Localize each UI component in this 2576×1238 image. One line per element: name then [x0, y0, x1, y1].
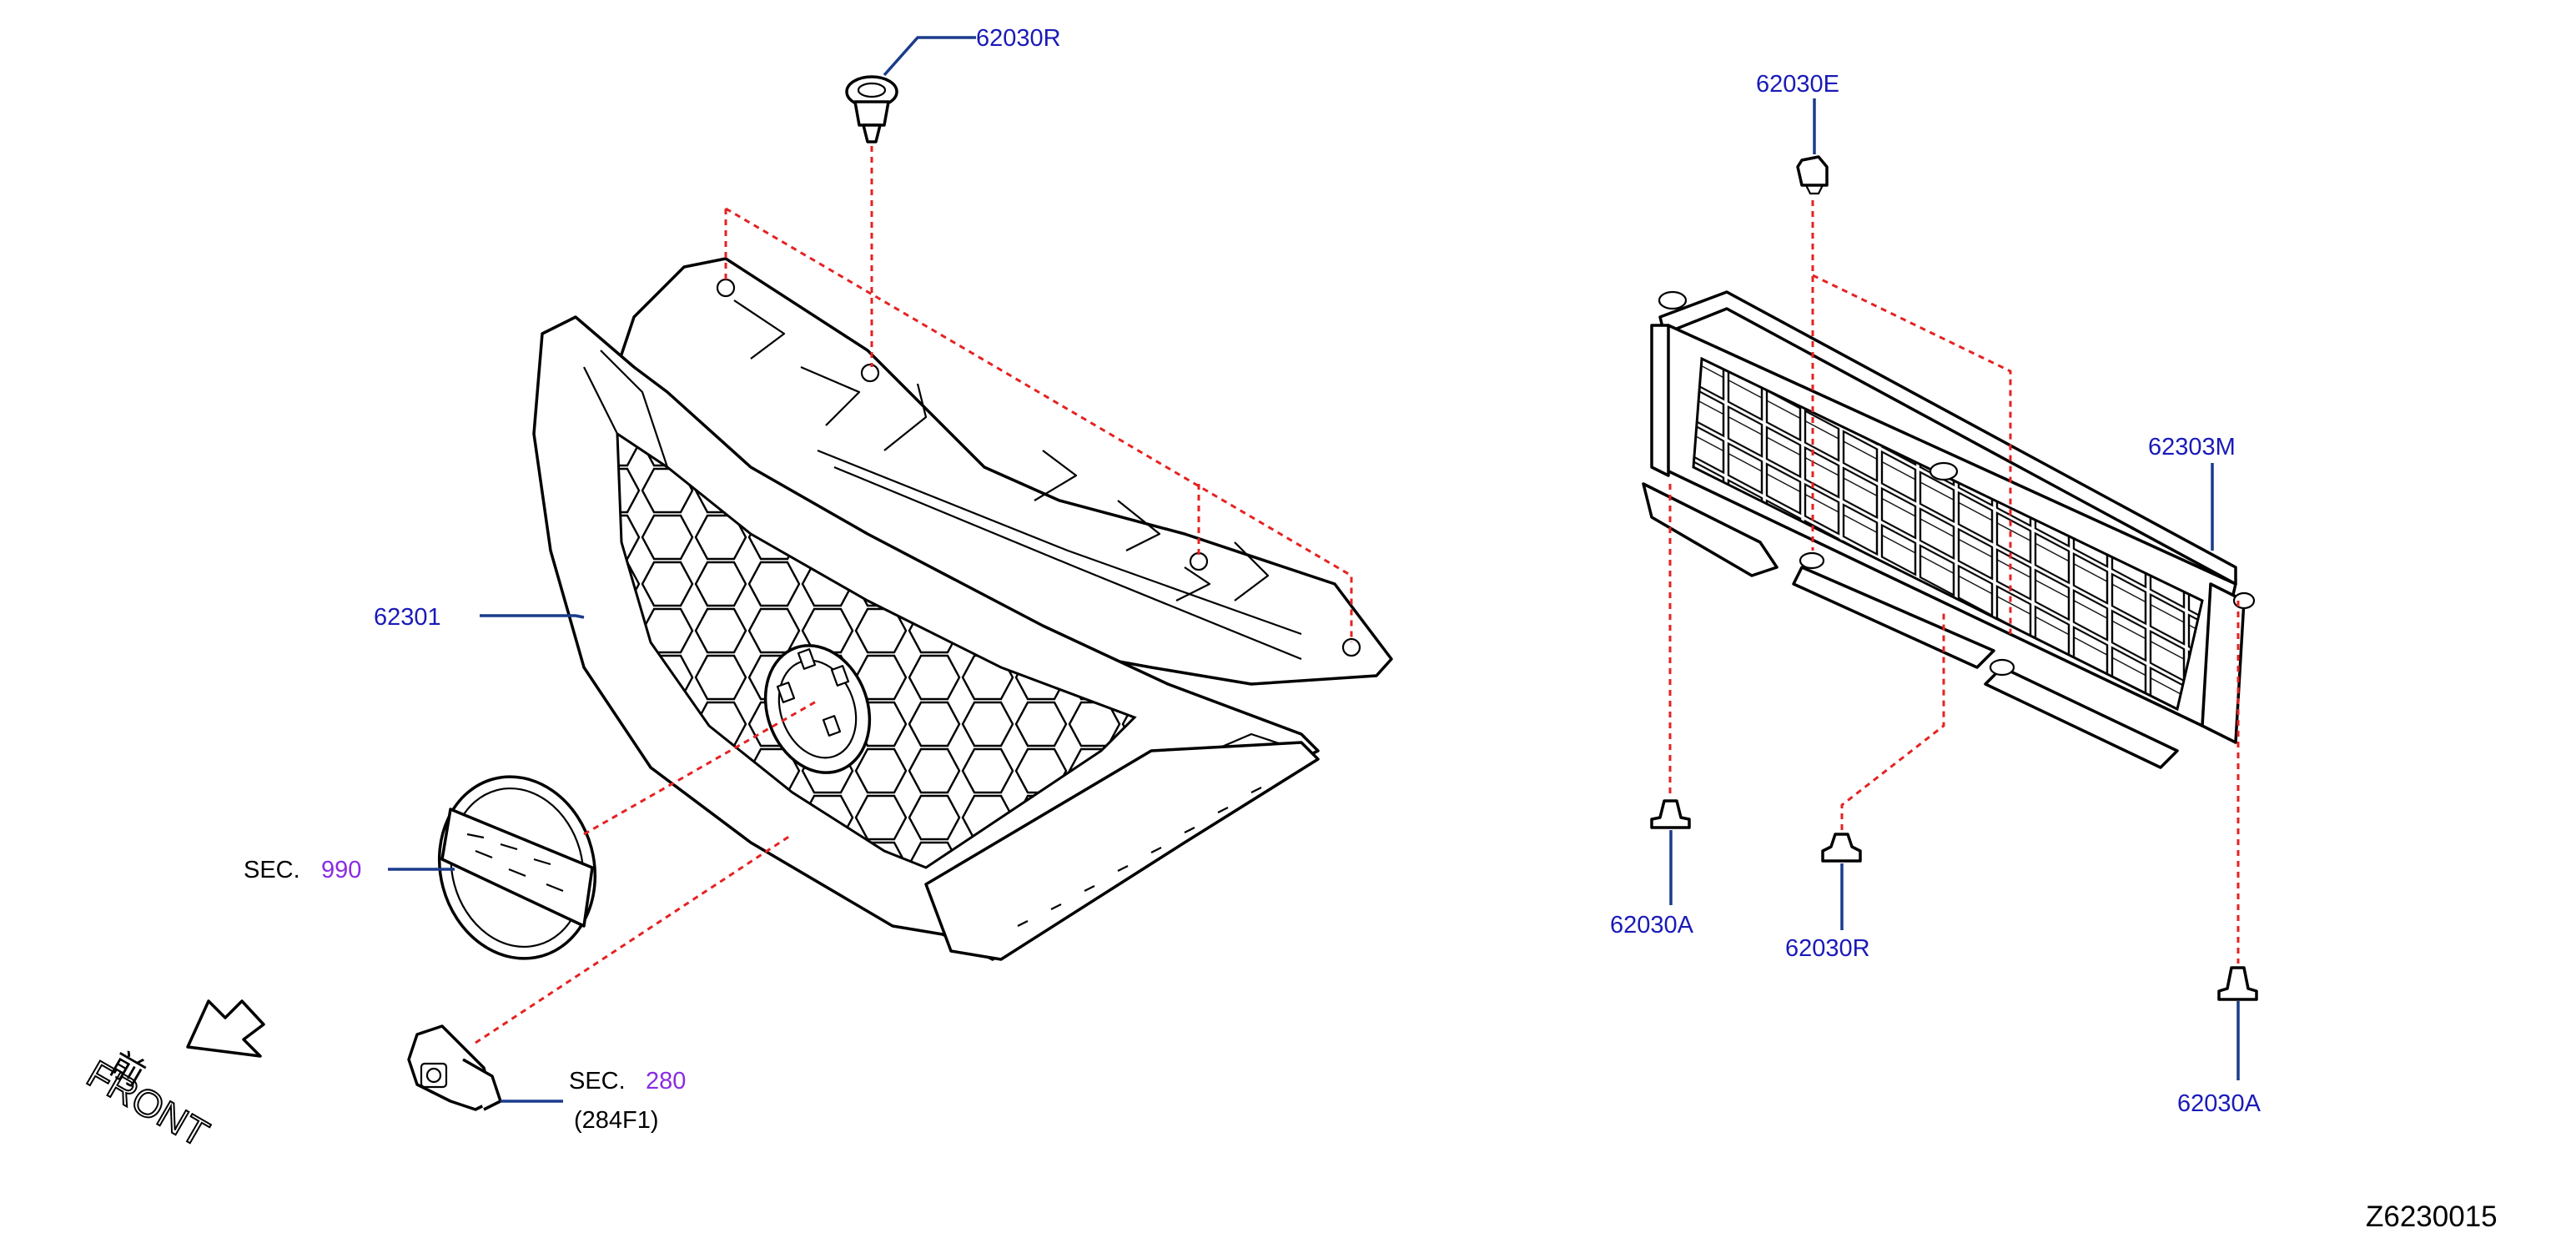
sec-emblem-prefix: SEC. [244, 857, 300, 883]
sec-emblem-number: 990 [321, 857, 361, 883]
front-direction-arrow-icon [186, 999, 265, 1058]
callout-62030A-left: 62030A [1610, 912, 1694, 939]
callout-62030A-right: 62030A [2177, 1090, 2262, 1117]
screw-62030A-right [2217, 966, 2258, 1001]
callout-62303M: 62303M [2148, 434, 2236, 460]
clip-62030R-top [845, 75, 898, 143]
clip-62030R-bottom [1821, 833, 1862, 863]
front-camera [407, 1024, 502, 1111]
front-grille-assembly [532, 257, 1393, 961]
sec-camera-prefix: SEC. [569, 1068, 626, 1095]
sec-camera-sub: (284F1) [574, 1107, 659, 1134]
clip-62030E [1796, 155, 1829, 195]
grille-lower-lip [924, 741, 1320, 961]
callout-62301: 62301 [374, 604, 441, 631]
sec-camera-number: 280 [646, 1068, 686, 1095]
callout-62030E: 62030E [1756, 71, 1839, 98]
emblem-badge [437, 775, 597, 960]
screw-62030A-left [1650, 799, 1691, 829]
lower-grille-louvres [1692, 356, 2204, 712]
callout-62030R-bottom: 62030R [1785, 935, 1870, 962]
callout-62030R-top: 62030R [976, 25, 1061, 52]
diagram-id: Z6230015 [2366, 1200, 2498, 1233]
lower-grille-62303M [1642, 290, 2256, 769]
